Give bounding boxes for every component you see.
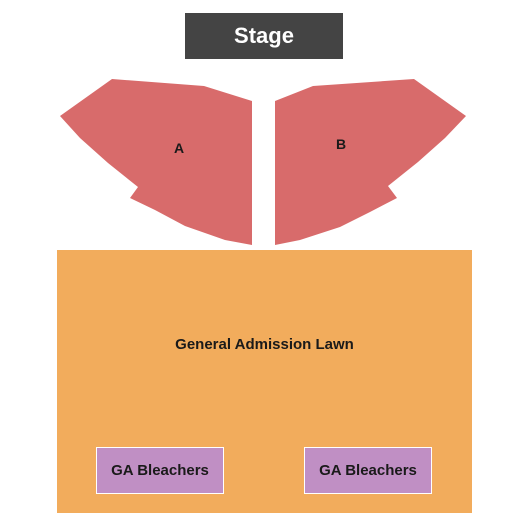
lawn-label: General Admission Lawn (175, 336, 354, 353)
ga-bleachers-right[interactable]: GA Bleachers (304, 447, 432, 494)
section-a-label: A (174, 140, 184, 156)
bleachers-label: GA Bleachers (111, 462, 209, 479)
section-b-label: B (336, 136, 346, 152)
bleachers-label: GA Bleachers (319, 462, 417, 479)
stage-label: Stage (234, 23, 294, 48)
stage: Stage (185, 13, 343, 59)
ga-bleachers-left[interactable]: GA Bleachers (96, 447, 224, 494)
section-b[interactable] (275, 79, 466, 245)
section-a[interactable] (60, 79, 252, 245)
